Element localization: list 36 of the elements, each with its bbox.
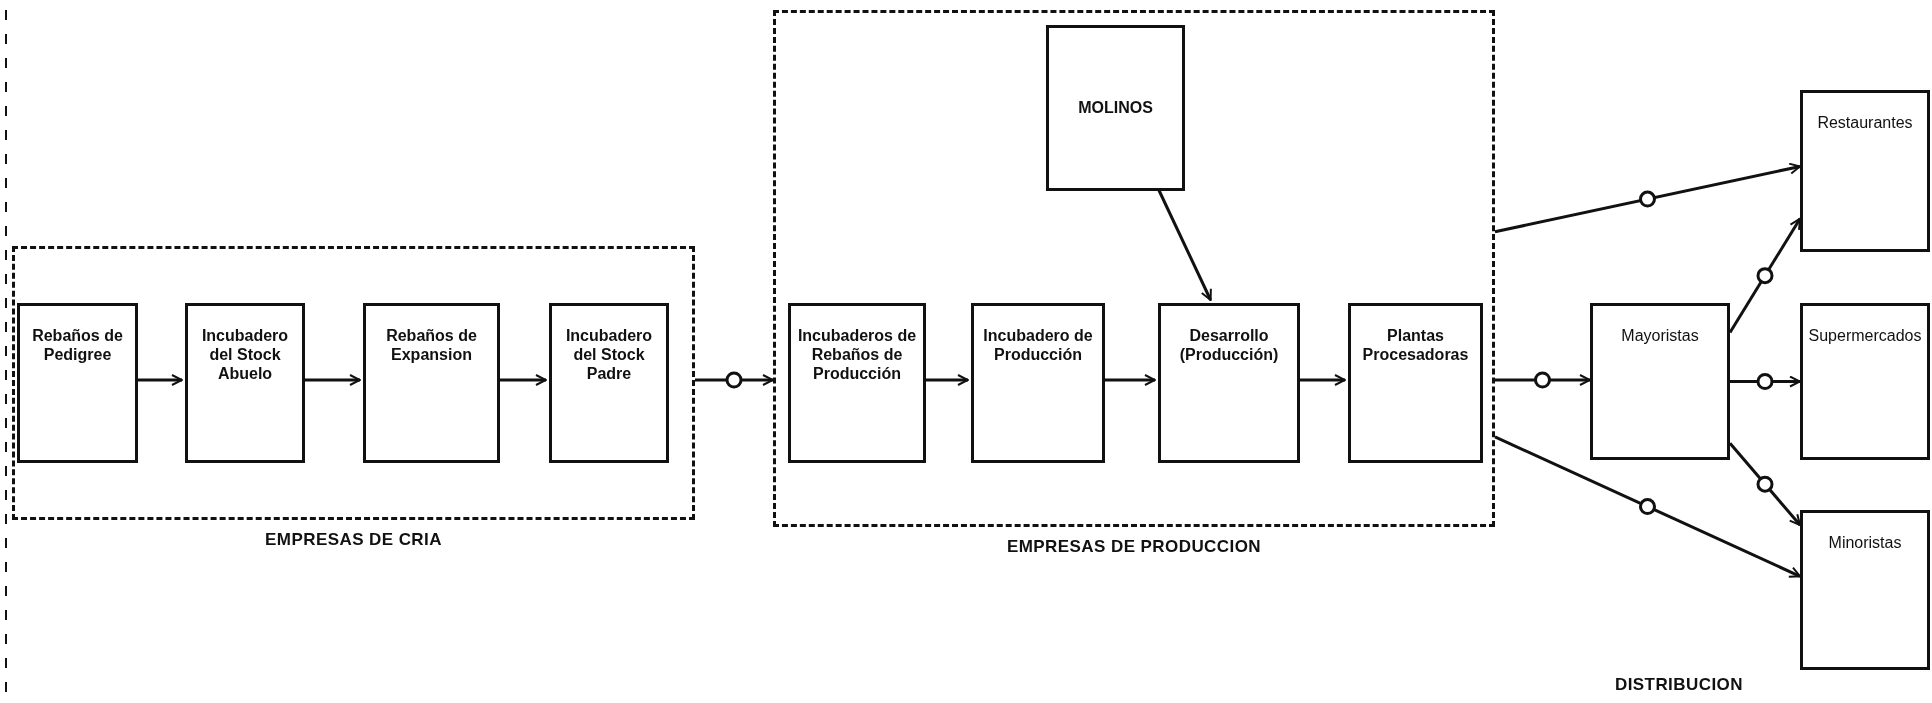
arrow xyxy=(695,374,774,386)
process-box xyxy=(17,303,138,463)
process-box xyxy=(971,303,1105,463)
arrow xyxy=(1494,162,1801,234)
box-text: MOLINOS xyxy=(1078,98,1153,118)
arrow xyxy=(1730,375,1801,388)
process-box xyxy=(1800,510,1930,670)
arrow xyxy=(1728,217,1802,334)
process-box xyxy=(1348,303,1483,463)
section-label: DISTRIBUCION xyxy=(1615,674,1743,696)
arrow xyxy=(1728,442,1802,526)
process-box xyxy=(1800,90,1930,252)
process-box xyxy=(1158,303,1300,463)
box-text: Supermercados xyxy=(1808,326,1922,346)
box-text: Rebaños de Expansion xyxy=(385,326,478,365)
box-text: Minoristas xyxy=(1828,533,1902,553)
arrow xyxy=(1494,435,1801,578)
box-text: Desarrollo (Producción) xyxy=(1178,326,1280,365)
box-text: Incubadero de Producción xyxy=(982,326,1094,365)
process-box xyxy=(1046,25,1185,191)
process-box xyxy=(363,303,500,463)
box-text: Incubadero del Stock Abuelo xyxy=(200,326,290,384)
box-text: Restaurantes xyxy=(1817,113,1913,133)
group-label: EMPRESAS DE CRIA xyxy=(265,529,442,551)
arrow xyxy=(1495,374,1591,386)
box-text: Incubaderos de Rebaños de Producción xyxy=(796,326,918,384)
process-box xyxy=(788,303,926,463)
box-text: Plantas Procesadoras xyxy=(1361,326,1470,365)
process-box xyxy=(1800,303,1930,460)
box-text: Mayoristas xyxy=(1621,326,1699,346)
process-box xyxy=(549,303,669,463)
process-box xyxy=(185,303,305,463)
box-text: Incubadero del Stock Padre xyxy=(564,326,654,384)
box-text: Rebaños de Pedigree xyxy=(31,326,124,365)
process-box xyxy=(1590,303,1730,460)
group-label: EMPRESAS DE PRODUCCION xyxy=(1007,536,1261,558)
